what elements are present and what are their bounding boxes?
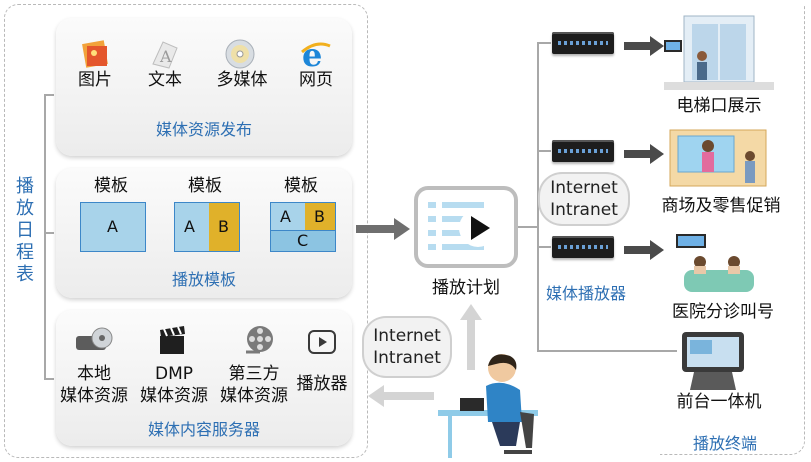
multimedia-icon xyxy=(224,38,256,70)
play-plan-icon xyxy=(414,186,518,268)
template-cell-b: B xyxy=(218,217,229,236)
media-player-device-3 xyxy=(552,236,614,258)
media-player-device-1 xyxy=(552,32,614,54)
front-desk-kiosk-icon xyxy=(682,332,744,390)
media-player-label: 媒体播放器 xyxy=(545,284,626,303)
terminal-elevator: 电梯口展示 xyxy=(676,96,762,116)
svg-text:A: A xyxy=(159,47,172,66)
cloud-right-line2: Intranet xyxy=(550,200,618,220)
local-disk-icon xyxy=(74,326,114,356)
film-reel-icon xyxy=(242,324,276,356)
terminal-front-desk: 前台一体机 xyxy=(676,392,762,412)
cloud-left-line2: Intranet xyxy=(373,348,441,368)
network-cloud-right xyxy=(540,174,628,224)
bus-branch-bottom xyxy=(537,350,677,352)
template-title-3: 模板 xyxy=(284,176,318,196)
publish-item-web: 网页 xyxy=(299,70,333,90)
clapper-icon xyxy=(156,324,188,356)
bus-line xyxy=(537,42,539,352)
template-split: A B xyxy=(174,202,240,252)
template-gold-cell xyxy=(305,203,335,231)
terminal-frame xyxy=(660,6,805,455)
bracket-mid xyxy=(44,232,54,234)
picture-icon xyxy=(80,40,110,70)
template-cell-a: A xyxy=(280,207,291,226)
media-publish-caption: 媒体资源发布 xyxy=(155,120,252,139)
template-cell-c: C xyxy=(297,231,309,250)
retail-kiosk-icon xyxy=(669,129,767,187)
template-single: A xyxy=(80,202,146,252)
bus-branch-2 xyxy=(537,150,551,152)
template-caption: 播放模板 xyxy=(171,270,236,289)
server-item-dmp-line1: DMP xyxy=(154,364,193,384)
template-bottom-cell xyxy=(271,230,335,251)
media-publish-panel: A e 图片 文本 多媒体 网页 媒体资源发布 xyxy=(56,18,352,156)
schedule-label: 播放日程表 xyxy=(16,176,34,285)
network-cloud-left xyxy=(364,318,450,376)
user-at-desk-icon xyxy=(438,354,538,458)
server-item-third-line1: 第三方 xyxy=(228,364,280,384)
server-item-dmp-line2: 媒体资源 xyxy=(140,386,208,406)
bracket-vertical xyxy=(44,94,46,380)
elevator-display-icon xyxy=(664,15,774,90)
hospital-queue-icon xyxy=(676,234,754,292)
bus-branch-top xyxy=(537,42,551,44)
content-server-caption: 媒体内容服务器 xyxy=(147,420,260,439)
template-title-2: 模板 xyxy=(188,176,222,196)
publish-item-text: 文本 xyxy=(148,70,182,90)
template-cell-a: A xyxy=(184,217,195,236)
server-item-player: 播放器 xyxy=(296,374,348,394)
template-panel: 模板 模板 模板 A A B A B C 播放模板 xyxy=(56,168,352,298)
bracket-bottom xyxy=(44,378,54,380)
plan-to-bus xyxy=(518,226,538,228)
arrow-up-icon xyxy=(460,304,482,370)
arrow-right-icon xyxy=(624,240,664,260)
play-button-icon xyxy=(308,330,336,354)
bus-branch-3 xyxy=(537,246,551,248)
publish-item-picture: 图片 xyxy=(78,70,112,90)
template-triple: A B C xyxy=(270,202,336,252)
server-item-third-line2: 媒体资源 xyxy=(220,386,288,406)
terminal-retail: 商场及零售促销 xyxy=(661,196,781,216)
bracket-top xyxy=(44,94,54,96)
play-plan-label: 播放计划 xyxy=(432,278,500,298)
publish-item-multimedia: 多媒体 xyxy=(216,70,268,90)
server-item-local-line2: 媒体资源 xyxy=(60,386,128,406)
arrow-left-icon xyxy=(368,385,434,407)
media-player-device-2 xyxy=(552,140,614,162)
template-title-1: 模板 xyxy=(94,176,128,196)
template-cell-a: A xyxy=(107,217,118,236)
arrow-right-icon xyxy=(624,144,664,164)
text-icon: A xyxy=(149,38,181,70)
web-icon: e xyxy=(300,36,332,74)
arrow-right-icon xyxy=(624,36,664,56)
server-item-local-line1: 本地 xyxy=(77,364,111,384)
cloud-left-line1: Internet xyxy=(373,326,441,346)
arrow-to-plan-icon xyxy=(356,218,410,240)
cloud-right-line1: Internet xyxy=(550,178,618,198)
content-server-panel: 本地 媒体资源 DMP 媒体资源 第三方 媒体资源 播放器 媒体内容服务器 xyxy=(56,310,352,446)
template-cell-b: B xyxy=(314,207,325,226)
template-gold-cell xyxy=(209,203,239,251)
terminal-hospital: 医院分诊叫号 xyxy=(672,302,774,322)
terminal-caption: 播放终端 xyxy=(692,434,757,453)
